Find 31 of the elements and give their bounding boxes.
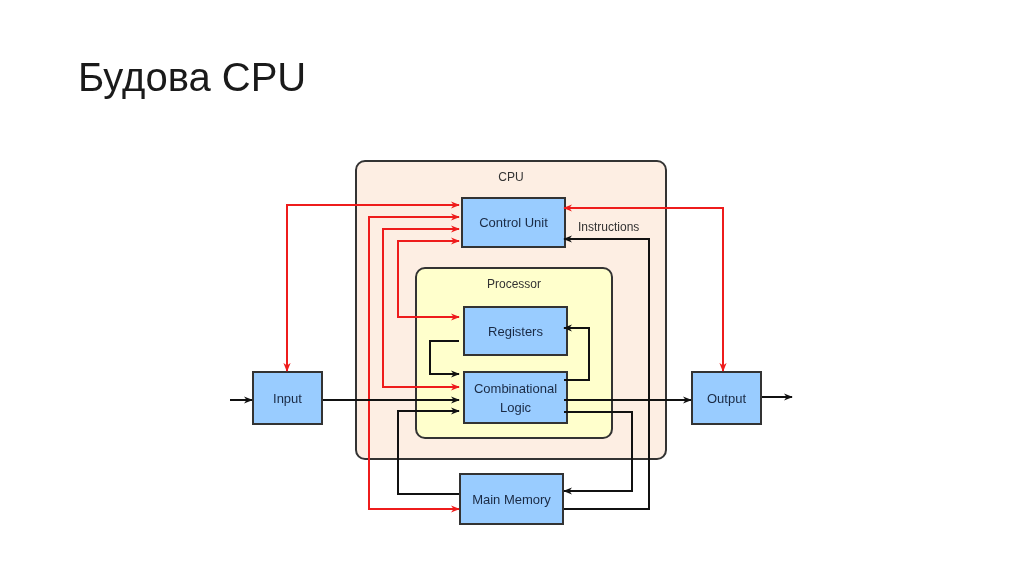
container-label: CPU [498, 170, 524, 185]
arrow [322, 396, 460, 404]
unit-label: Output [706, 389, 747, 408]
arrow [563, 396, 692, 404]
container-label: Processor [487, 277, 541, 292]
arrow [563, 324, 590, 381]
arrow [382, 225, 460, 391]
container-box [355, 160, 667, 460]
unit-box [459, 473, 564, 525]
unit-box [463, 371, 568, 424]
arrow [283, 201, 460, 372]
arrow [563, 411, 633, 495]
unit-box [463, 306, 568, 356]
unit-box [461, 197, 566, 248]
slide-title: Будова CPU [78, 54, 307, 101]
unit-label: Control Unit [478, 214, 549, 232]
arrow [397, 237, 460, 321]
arrow [761, 393, 793, 401]
unit-label: Input [272, 389, 303, 408]
container-box [415, 267, 613, 439]
arrow [563, 204, 727, 372]
arrow [429, 340, 460, 378]
unit-box [691, 371, 762, 425]
arrow [368, 213, 460, 513]
unit-label: Combinational Logic [472, 379, 559, 417]
unit-label: Main Memory [471, 490, 552, 509]
arrow [397, 407, 460, 495]
unit-box [252, 371, 323, 425]
arrow [563, 235, 650, 510]
arrow [229, 396, 253, 404]
unit-label: Registers [487, 322, 544, 341]
